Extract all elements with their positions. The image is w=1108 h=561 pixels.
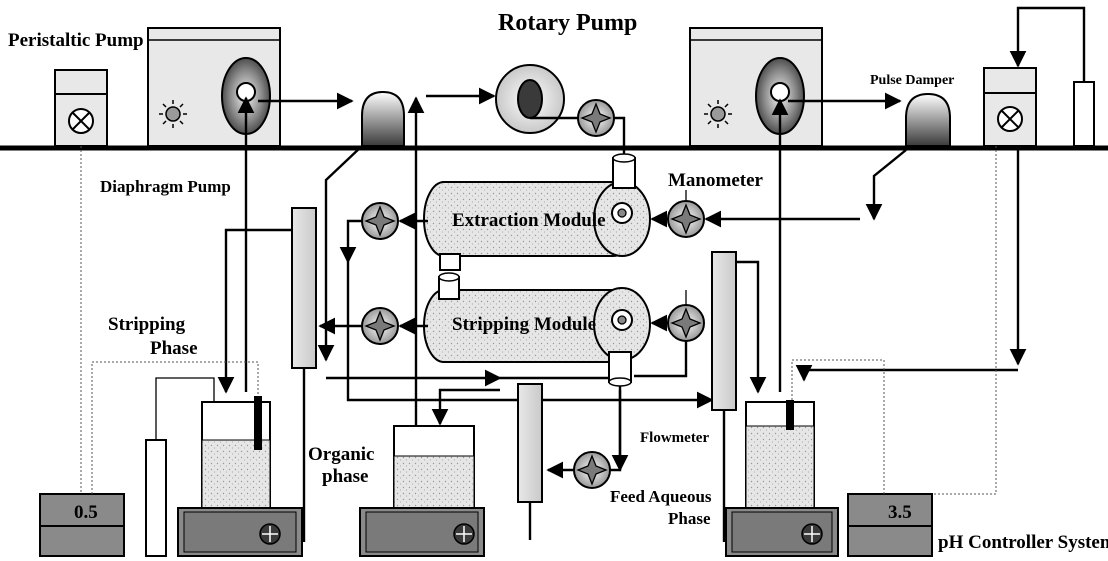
valve-icon bbox=[361, 202, 399, 240]
stir-plate-right bbox=[725, 507, 839, 557]
ph-meter-right bbox=[847, 493, 933, 557]
label-stripping-module: Stripping Module bbox=[452, 314, 596, 335]
flowmeter-column-left bbox=[291, 207, 317, 369]
peristaltic-pump-housing-right bbox=[689, 27, 823, 147]
label-feed-aqueous: Feed Aqueous bbox=[610, 487, 712, 506]
stir-plate-left bbox=[177, 507, 303, 557]
label-rotary-pump: Rotary Pump bbox=[498, 10, 637, 36]
flowmeter-column-right bbox=[711, 251, 737, 411]
label-feed-phase: Phase bbox=[668, 509, 711, 528]
label-stripping: Stripping bbox=[108, 314, 186, 335]
control-line-right bbox=[932, 146, 997, 495]
sun-icon bbox=[704, 100, 732, 128]
valve-icon bbox=[667, 304, 705, 342]
pulse-damper bbox=[905, 92, 951, 147]
ph-readout-left: 0.5 bbox=[74, 502, 98, 523]
peristaltic-pump-left bbox=[54, 69, 108, 147]
rotary-pump bbox=[495, 64, 565, 134]
reservoir-tube-right bbox=[1073, 81, 1095, 147]
stir-plate-middle bbox=[359, 507, 485, 557]
flowmeter-column-middle bbox=[517, 383, 543, 503]
label-flowmeter: Flowmeter bbox=[640, 430, 709, 446]
organic-phase-beaker bbox=[393, 425, 475, 509]
extraction-module bbox=[423, 153, 651, 271]
label-organic: Organic bbox=[308, 444, 375, 465]
stripping-module bbox=[423, 272, 651, 387]
sun-icon bbox=[159, 100, 187, 128]
label-peristaltic-pump: Peristaltic Pump bbox=[8, 30, 144, 51]
feed-aqueous-beaker bbox=[745, 400, 815, 509]
probe-tube-left bbox=[145, 439, 167, 557]
valve-icon bbox=[361, 307, 399, 345]
peristaltic-pump-right bbox=[983, 67, 1037, 147]
valve-icon bbox=[667, 200, 705, 238]
ph-readout-right: 3.5 bbox=[888, 502, 912, 523]
label-ph-controller: pH Controller System bbox=[938, 532, 1108, 553]
label-organic-phase: phase bbox=[322, 466, 368, 487]
valve-icon bbox=[573, 451, 611, 489]
peristaltic-pump-housing-left bbox=[147, 27, 281, 147]
ph-meter-left bbox=[39, 493, 125, 557]
label-manometer: Manometer bbox=[668, 170, 764, 191]
label-diaphragm-pump: Diaphragm Pump bbox=[100, 177, 231, 196]
valve-icon bbox=[577, 99, 615, 137]
label-pulse-damper: Pulse Damper bbox=[870, 73, 954, 88]
stripping-phase-beaker bbox=[201, 396, 271, 509]
dome-damper-left bbox=[361, 90, 405, 147]
label-extraction-module: Extraction Module bbox=[452, 210, 606, 231]
label-phase: Phase bbox=[150, 338, 198, 359]
